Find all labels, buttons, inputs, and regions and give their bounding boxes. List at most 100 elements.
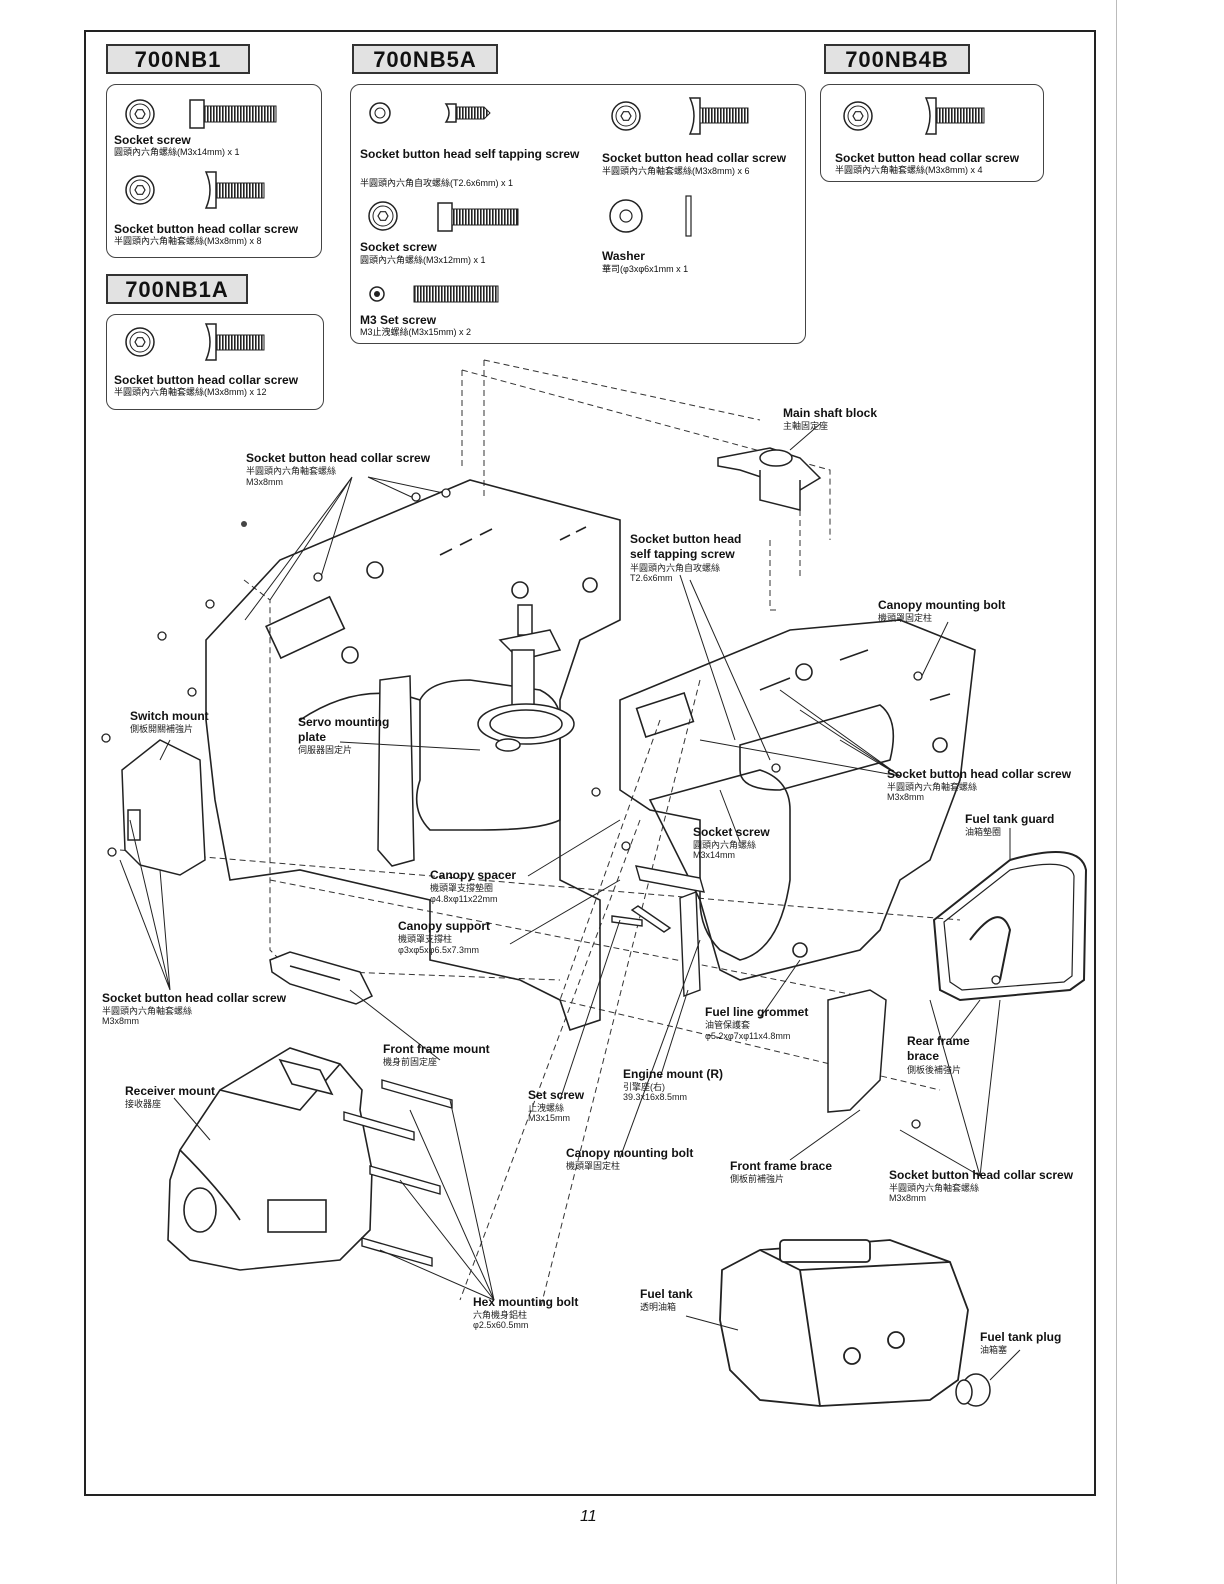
part-spec: 半圓頭內六角軸套螺絲(M3x8mm) x 8	[114, 236, 262, 246]
label-sub: 側板開關補強片	[130, 724, 194, 734]
label-collar-screw: Socket button head collar screw	[887, 767, 1072, 781]
part-spec: M3止洩螺絲(M3x15mm) x 2	[360, 327, 472, 337]
self-tapping-screw-icon	[369, 102, 491, 124]
label-front-frame-brace: Front frame brace	[730, 1159, 833, 1173]
part-name: Socket button head collar screw	[835, 151, 1020, 165]
label-fuel-tank: Fuel tank	[640, 1287, 693, 1301]
part-spec: 華司(φ3xφ6x1mm x 1	[602, 264, 689, 274]
label-sub: M3x8mm	[887, 792, 925, 802]
label-collar-screw: Socket button head collar screw	[889, 1168, 1074, 1182]
part-spec: 半圓頭內六角軸套螺絲(M3x8mm) x 4	[835, 165, 983, 175]
label-sub: 半圓頭內六角軸套螺絲	[887, 782, 978, 792]
right-side-frame	[619, 619, 976, 981]
label-fuel-line-grommet: Fuel line grommet	[705, 1005, 809, 1019]
label-sub: 主軸固定座	[783, 421, 829, 431]
servo-mounting-plate	[377, 675, 415, 867]
label-sub: 半圓頭內六角軸套螺絲	[246, 466, 337, 476]
part-name: Socket button head collar screw	[114, 373, 299, 387]
label-main-shaft-block: Main shaft block	[783, 406, 878, 420]
leader-lines	[119, 423, 1021, 1381]
socket-screw-icon	[368, 201, 519, 232]
rear-frame-brace	[827, 989, 887, 1113]
part-name: Socket button head collar screw	[602, 151, 787, 165]
label-canopy-spacer: Canopy spacer	[430, 868, 517, 882]
label-sub: 接收器座	[125, 1099, 162, 1109]
part-spec: 圓頭內六角螺絲(M3x12mm) x 1	[360, 255, 486, 265]
main-shaft-block	[717, 447, 822, 511]
label-sub: M3x14mm	[693, 850, 736, 860]
fuel-tank-plug	[955, 1373, 991, 1407]
label-sub: M3x8mm	[102, 1016, 140, 1026]
socket-screw-icon	[125, 99, 277, 129]
part-name: Socket button head self tapping screw	[360, 147, 580, 161]
label-sub: 機身前固定座	[383, 1057, 438, 1067]
part-spec: 半圓頭內六角軸套螺絲(M3x8mm) x 12	[114, 387, 267, 397]
collar-screw-icon	[125, 171, 265, 209]
collar-screw-icon	[843, 97, 985, 135]
label-sub: φ3xφ5xφ6.5x7.3mm	[398, 945, 480, 955]
label-canopy-support: Canopy support	[398, 919, 490, 933]
washer-icon	[609, 195, 692, 237]
label-sub: T2.6x6mm	[630, 573, 673, 583]
set-screw-icon	[369, 285, 499, 303]
label-sub: 透明油箱	[640, 1302, 677, 1312]
kit-tag-700nb4b: 700NB4B	[824, 44, 970, 74]
label-sub: 引擎座(右)	[623, 1082, 665, 1092]
label-sub: φ5.2xφ7xφ11x4.8mm	[705, 1031, 791, 1041]
label-sub: 半圓頭內六角自攻螺絲	[630, 563, 721, 573]
part-spec: 半圓頭內六角軸套螺絲(M3x8mm) x 6	[602, 166, 750, 176]
page-number: 11	[580, 1508, 597, 1525]
collar-screw-icon	[125, 323, 265, 361]
label-sub: φ2.5x60.5mm	[473, 1320, 529, 1330]
hex-mounting-bolt	[343, 1079, 453, 1267]
page-spine	[1116, 0, 1117, 1584]
page-frame	[84, 30, 1096, 1496]
label-collar-screw: Socket button head collar screw	[102, 991, 287, 1005]
label-canopy-mounting-bolt: Canopy mounting bolt	[878, 598, 1006, 612]
part-name: Socket screw	[360, 240, 437, 254]
label-rear-frame-brace: Rear frame brace	[907, 1034, 970, 1063]
label-sub: 圓頭內六角螺絲	[693, 840, 757, 850]
part-spec: 半圓頭內六角自攻螺絲(T2.6x6mm) x 1	[360, 178, 514, 188]
fuel-tank-guard	[932, 851, 1088, 1002]
label-sub: M3x8mm	[246, 477, 284, 487]
part-spec: 圓頭內六角螺絲(M3x14mm) x 1	[114, 147, 240, 157]
label-set-screw: Set screw	[528, 1088, 585, 1102]
part-name: Socket button head collar screw	[114, 222, 299, 236]
collar-screw-icon	[611, 97, 749, 135]
part-name: Socket screw	[114, 133, 191, 147]
label-front-frame-mount: Front frame mount	[383, 1042, 490, 1056]
label-sub: 半圓頭內六角軸套螺絲	[102, 1006, 193, 1016]
label-engine-mount: Engine mount (R)	[623, 1067, 723, 1081]
part-name: Washer	[602, 249, 645, 263]
kit-tag-700nb5a: 700NB5A	[352, 44, 498, 74]
label-sub: 止洩螺絲	[528, 1103, 565, 1113]
label-switch-mount: Switch mount	[130, 709, 209, 723]
label-sub: 機頭罩固定柱	[878, 613, 933, 623]
kit-tag-700nb1: 700NB1	[106, 44, 250, 74]
label-socket-screw: Socket screw	[693, 825, 770, 839]
label-sub: 機頭罩固定柱	[566, 1161, 621, 1171]
switch-mount	[121, 739, 206, 876]
label-sub: 伺服器固定片	[298, 745, 353, 755]
label-receiver-mount: Receiver mount	[125, 1084, 216, 1098]
receiver-mount	[167, 1047, 373, 1271]
label-sub: 油箱塞	[980, 1345, 1008, 1355]
label-sub: M3x15mm	[528, 1113, 571, 1123]
label-fuel-tank-guard: Fuel tank guard	[965, 812, 1055, 826]
part-name: M3 Set screw	[360, 313, 437, 327]
main-gear	[477, 604, 575, 752]
label-sub: 油箱墊圈	[965, 827, 1002, 837]
label-self-tapping-screw: Socket button head self tapping screw	[630, 532, 742, 561]
label-canopy-mounting-bolt: Canopy mounting bolt	[566, 1146, 694, 1160]
label-sub: 機頭罩支撐墊圈	[430, 883, 494, 893]
label-sub: 側板前補強片	[730, 1174, 785, 1184]
label-sub: 側板後補強片	[907, 1065, 962, 1075]
front-frame-mount	[269, 951, 374, 1005]
label-fuel-tank-plug: Fuel tank plug	[980, 1330, 1062, 1344]
label-collar-screw: Socket button head collar screw	[246, 451, 431, 465]
label-sub: 半圓頭內六角軸套螺絲	[889, 1183, 980, 1193]
label-sub: φ4.8xφ11x22mm	[430, 894, 498, 904]
label-sub: 油管保護套	[705, 1020, 751, 1030]
